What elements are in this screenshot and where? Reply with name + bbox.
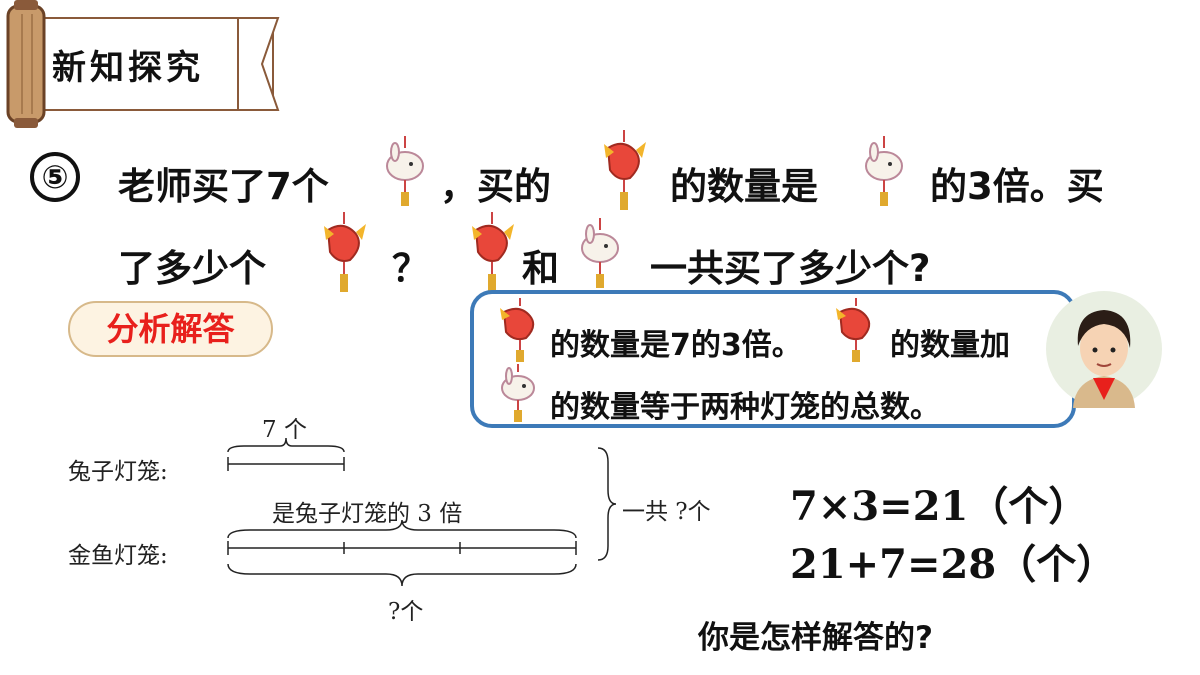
teacher-avatar <box>1046 291 1162 408</box>
bubble-text: 的数量等于两种灯笼的总数。 <box>550 390 940 425</box>
speech-bubble <box>470 290 1076 428</box>
question-text: 老师买了7个 <box>118 165 329 208</box>
goldfish-bottom-brace <box>227 563 577 587</box>
total-label: 一共 ?个 <box>622 499 711 525</box>
rabbit-lantern-icon <box>581 218 619 288</box>
question-text: 一共买了多少个? <box>650 247 931 290</box>
goldfish-lantern-icon <box>500 298 535 362</box>
rabbit-label: 兔子灯笼: <box>68 459 168 485</box>
rabbit-count-label: 7 个 <box>262 417 307 443</box>
question-text: 和 <box>522 247 559 290</box>
goldfish-lantern-icon <box>604 130 646 210</box>
bubble-text: 的数量加 <box>890 328 1010 363</box>
scroll-icon <box>6 0 280 128</box>
rabbit-lantern-icon <box>386 136 424 206</box>
question-text: ？ <box>392 247 429 290</box>
analysis-label: 分析解答 <box>68 301 273 357</box>
goldfish-note: 是兔子灯笼的 3 倍 <box>272 501 463 527</box>
goldfish-lantern-icon <box>836 298 871 362</box>
section-banner: 新知探究 <box>0 0 280 130</box>
equation-2: 21+7=28（个） <box>790 541 1117 588</box>
banner-title: 新知探究 <box>52 48 204 88</box>
question-text: 的数量是 <box>670 165 818 208</box>
goldfish-lantern-icon <box>324 212 366 292</box>
rabbit-lantern-icon <box>501 364 535 422</box>
total-brace <box>597 447 617 561</box>
equation-1: 7×3=21（个） <box>790 483 1089 530</box>
question-text: ，买的 <box>440 165 551 208</box>
prompt-question: 你是怎样解答的? <box>698 620 933 656</box>
question-number: ⑤ <box>30 152 80 202</box>
goldfish-lantern-icon <box>472 212 514 292</box>
bubble-text: 的数量是7的3倍。 <box>550 328 802 363</box>
rabbit-lantern-icon <box>865 136 903 206</box>
question-text: 了多少个 <box>118 247 266 290</box>
goldfish-total-label: ?个 <box>388 599 424 625</box>
question-text: 的3倍。买 <box>930 165 1104 208</box>
goldfish-label: 金鱼灯笼: <box>68 543 168 569</box>
